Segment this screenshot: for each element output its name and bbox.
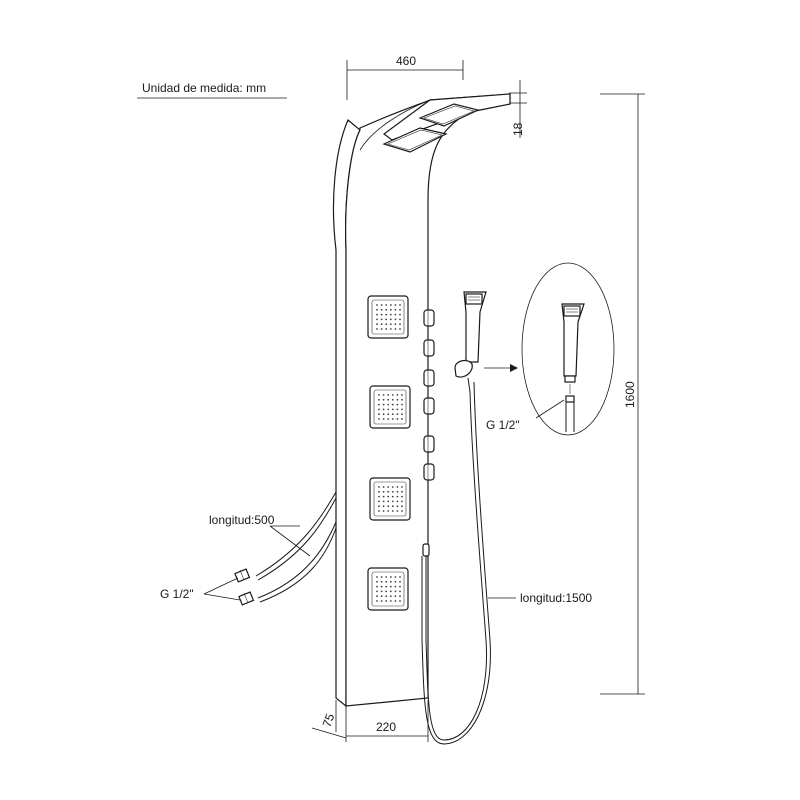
- inlet-fitting-upper: [234, 568, 251, 583]
- dimension-bottom-depth-label: 75: [320, 711, 338, 729]
- callout-inlet-thread-label: G 1/2": [160, 587, 194, 601]
- callout-detail-thread: G 1/2": [486, 399, 565, 432]
- hand-shower: [454, 291, 487, 378]
- body-jet-1: [367, 295, 409, 339]
- control-knob: [423, 397, 435, 415]
- callout-hand-hose-length-label: longitud:1500: [520, 591, 592, 605]
- dimension-head-thickness: 18: [509, 80, 527, 138]
- rain-shower-head-rear: [418, 103, 480, 127]
- control-knob: [423, 435, 435, 453]
- unit-label: Unidad de medida: mm: [142, 81, 266, 95]
- body-jet-4: [367, 567, 409, 611]
- dimension-top-width: 460: [346, 54, 464, 100]
- callout-hand-hose-length: longitud:1500: [488, 591, 592, 605]
- dimension-bottom-depth: 75: [311, 700, 347, 742]
- hand-shower-hose: [425, 377, 488, 741]
- control-knob: [423, 369, 435, 387]
- inlet-hoses: [234, 491, 337, 606]
- body-jet-3: [369, 477, 411, 521]
- control-knob: [423, 309, 435, 327]
- control-knob: [423, 339, 435, 357]
- detail-hand-shower-view: [521, 262, 615, 436]
- hand-shower-outlet: [422, 543, 430, 557]
- dimension-height: 1600: [600, 93, 645, 695]
- callout-hose-length-left-label: longitud:500: [209, 513, 275, 527]
- callout-hose-length-left: longitud:500: [209, 513, 311, 557]
- detail-arrow: [484, 364, 518, 372]
- callout-inlet-thread: G 1/2": [160, 577, 241, 601]
- dimension-bottom-width: 220: [346, 700, 429, 742]
- control-knob: [423, 463, 435, 481]
- dimension-height-label: 1600: [623, 381, 637, 408]
- body-jet-2: [369, 385, 411, 429]
- callout-detail-thread-label: G 1/2": [486, 418, 520, 432]
- inlet-fitting-lower: [238, 591, 255, 606]
- control-knobs: [422, 309, 435, 557]
- dimension-top-width-label: 460: [396, 54, 416, 68]
- dimension-bottom-width-label: 220: [376, 720, 396, 734]
- rain-shower-head-front: [382, 127, 448, 153]
- dimension-head-thickness-label: 18: [511, 122, 525, 136]
